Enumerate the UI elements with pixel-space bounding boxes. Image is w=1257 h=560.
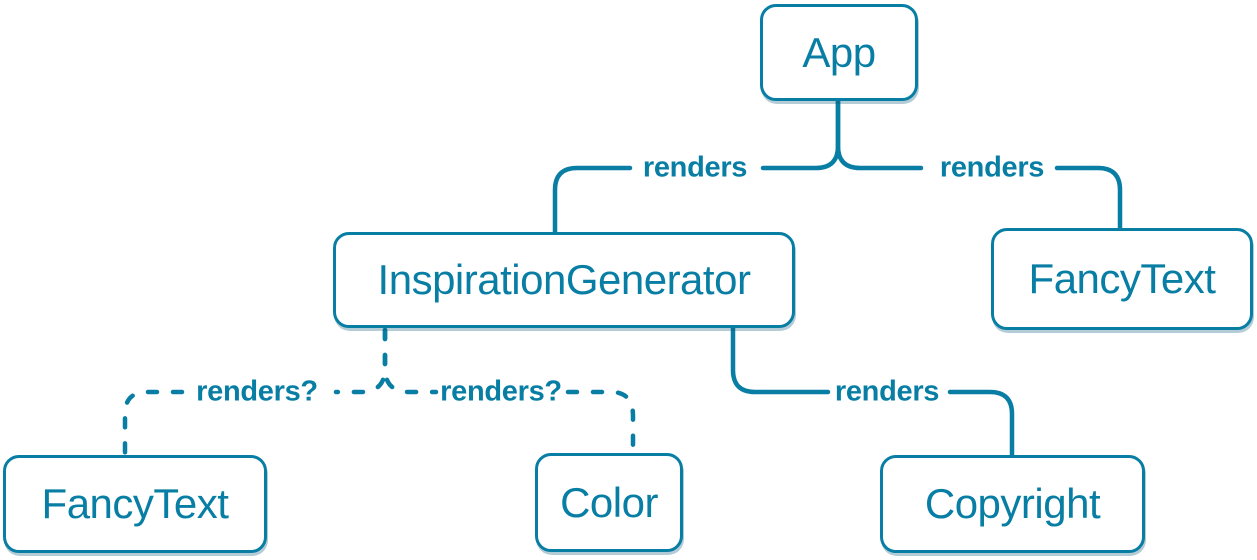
edge-label-inspirationgenerator-color: renders?: [440, 375, 562, 408]
connector-inspirationgenerator-to-copyright: [730, 325, 1015, 458]
node-app: App: [760, 4, 918, 101]
edge-label-inspirationgenerator-fancytext: renders?: [196, 375, 318, 408]
connector-inspirationgenerator-to-fancytext: [122, 327, 388, 458]
edge-label-app-fancytext: renders: [939, 151, 1045, 184]
connector-app-to-fancytext: [835, 98, 1123, 231]
node-color-label: Color: [560, 478, 658, 526]
node-fancytext-bottom-label: FancyText: [41, 480, 229, 527]
node-app-label: App: [802, 28, 876, 76]
connector-inspirationgenerator-to-color: [382, 327, 636, 456]
node-copyright-label: Copyright: [924, 480, 1101, 527]
node-fancytext-top: FancyText: [991, 228, 1253, 330]
node-fancytext-bottom: FancyText: [3, 455, 267, 553]
node-inspiration-generator-label: InspirationGenerator: [377, 256, 751, 303]
edge-label-app-inspirationgenerator: renders: [642, 151, 748, 184]
node-copyright: Copyright: [880, 455, 1145, 553]
node-color: Color: [535, 453, 683, 552]
edge-label-inspirationgenerator-copyright: renders: [834, 375, 940, 408]
node-fancytext-top-label: FancyText: [1028, 255, 1216, 302]
node-inspiration-generator: InspirationGenerator: [333, 232, 795, 328]
